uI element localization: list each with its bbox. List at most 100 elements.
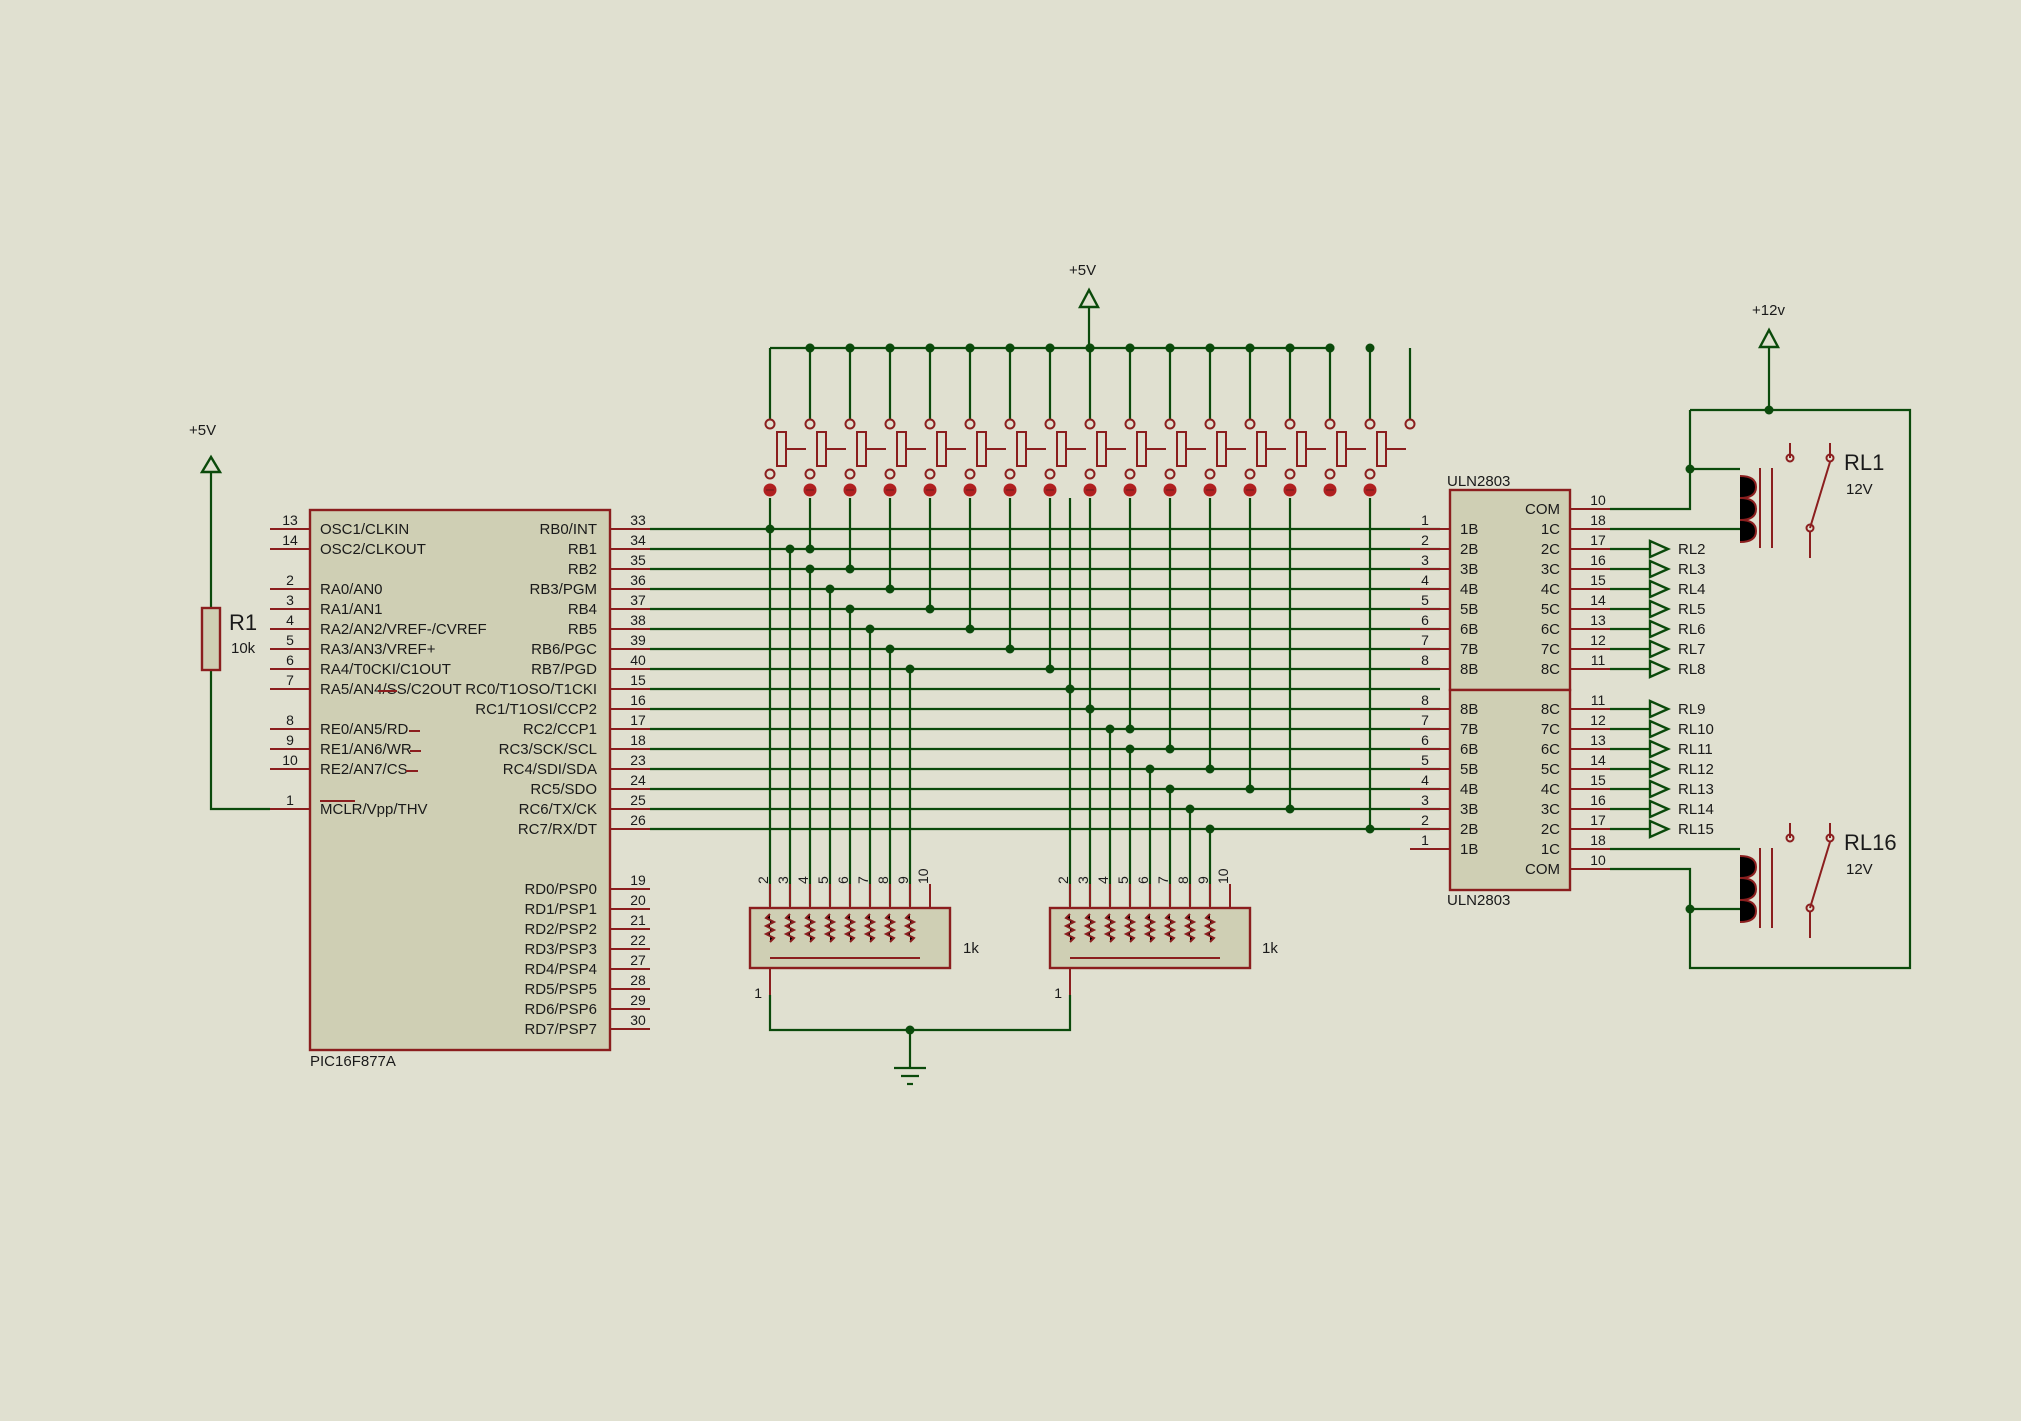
junction-dot	[925, 604, 935, 614]
driver-pin-number: 16	[1590, 552, 1606, 568]
relay-power-arrow	[1758, 327, 1780, 349]
mcu-pin-number: 26	[630, 812, 646, 828]
switch-contact	[1044, 468, 1056, 480]
driver-pin-name: 7B	[1460, 641, 1478, 658]
rn1-pin-number: 2	[755, 876, 771, 884]
wires	[209, 307, 1912, 1086]
driver-pin-name: 7C	[1541, 721, 1560, 738]
rn2-element	[1103, 913, 1117, 943]
driver-pin-number: 5	[1421, 592, 1429, 608]
switch-actuator	[1136, 431, 1147, 467]
switch-contact	[1324, 418, 1336, 430]
switch-supply-label: +5V	[1069, 262, 1096, 279]
junction-dot	[1005, 644, 1015, 654]
junction-dot	[1245, 343, 1255, 353]
driver-pin-name: 5B	[1460, 601, 1478, 618]
driver-pin-name: 1C	[1541, 841, 1560, 858]
relay-net-label: RL11	[1678, 741, 1713, 758]
net-label-arrow	[1648, 799, 1671, 819]
switch-contact	[884, 468, 896, 480]
driver2-part: ULN2803	[1447, 892, 1510, 909]
junction-dot	[1125, 724, 1135, 734]
junction-dot	[965, 343, 975, 353]
junction-dot	[905, 664, 915, 674]
mcu-body	[308, 508, 612, 1052]
junction-dot	[1125, 744, 1135, 754]
mcu-pin-name: RC1/T1OSI/CCP2	[475, 701, 597, 718]
switch-contact	[1164, 418, 1176, 430]
mcu-pin-number: 22	[630, 932, 646, 948]
driver-pin-number: 2	[1421, 532, 1429, 548]
driver-pin-name: 6B	[1460, 741, 1478, 758]
switch-actuator	[856, 431, 867, 467]
rn1-element	[823, 913, 837, 943]
mcu-pin-name: RD4/PSP4	[524, 961, 597, 978]
mcu-pin-name: RD1/PSP1	[524, 901, 597, 918]
junction-dot	[1085, 704, 1095, 714]
rn2-element	[1143, 913, 1157, 943]
relay1-voltage: 12V	[1846, 481, 1873, 498]
junction-dot	[1185, 804, 1195, 814]
driver-pin-number: 15	[1590, 772, 1606, 788]
driver-pin-number: 1	[1421, 512, 1429, 528]
switch-contact	[1044, 418, 1056, 430]
driver-pin-number: 17	[1590, 532, 1606, 548]
relay-net-label: RL8	[1678, 661, 1706, 678]
mcu-pin-name: RA4/T0CKI/C1OUT	[320, 661, 451, 678]
switch-contact	[1404, 418, 1416, 430]
junction-dot	[845, 343, 855, 353]
relay16-ref: RL16	[1844, 830, 1897, 855]
driver-pin-number: 13	[1590, 612, 1606, 628]
rn1-element	[763, 913, 777, 943]
driver-pin-name: 3B	[1460, 561, 1478, 578]
junction-dot	[1685, 464, 1695, 474]
driver-pin-name: 2B	[1460, 821, 1478, 838]
mcu-pin-name: RD3/PSP3	[524, 941, 597, 958]
junction-dot	[1325, 343, 1335, 353]
switch-power-arrow	[1078, 287, 1100, 309]
mcu-pin-number: 25	[630, 792, 646, 808]
junction-dot	[1205, 343, 1215, 353]
mcu-pin-name: RD2/PSP2	[524, 921, 597, 938]
driver1-part: ULN2803	[1447, 473, 1510, 490]
mcu-pin-number: 14	[282, 532, 298, 548]
driver-pin-number: 13	[1590, 732, 1606, 748]
switch-contact	[764, 418, 776, 430]
driver-com-number: 10	[1590, 852, 1606, 868]
switch-contact	[1004, 468, 1016, 480]
switch-actuator	[1216, 431, 1227, 467]
driver-pin-name: 3C	[1541, 561, 1560, 578]
relay-coil	[1739, 855, 1758, 923]
rn2-pin-number: 10	[1215, 868, 1231, 884]
mcu-pin-number: 1	[286, 792, 294, 808]
mcu-pin-name: RB5	[568, 621, 597, 638]
mcu-pin-number: 39	[630, 632, 646, 648]
net-label-arrow	[1648, 559, 1671, 579]
driver-pin-number: 18	[1590, 832, 1606, 848]
rn2-element	[1183, 913, 1197, 943]
junction-dot	[1045, 664, 1055, 674]
junction-dot	[1105, 724, 1115, 734]
driver-pin-number: 12	[1590, 632, 1606, 648]
mcu-pin-number: 28	[630, 972, 646, 988]
driver-pin-name: 2B	[1460, 541, 1478, 558]
relay-net-label: RL3	[1678, 561, 1706, 578]
driver-pin-number: 6	[1421, 732, 1429, 748]
mcu-pin-number: 34	[630, 532, 646, 548]
switch-contact	[1124, 468, 1136, 480]
rn2-element	[1083, 913, 1097, 943]
relay-net-label: RL4	[1678, 581, 1706, 598]
driver-pin-name: 8C	[1541, 661, 1560, 678]
junction-dot	[885, 343, 895, 353]
junction-dot	[1065, 684, 1075, 694]
mcu-pin-name: RB7/PGD	[531, 661, 597, 678]
driver-pin-name: 5C	[1541, 601, 1560, 618]
mcu-pin-number: 7	[286, 672, 294, 688]
driver-pin-name: 1B	[1460, 841, 1478, 858]
mcu-pin-name: MCLR/Vpp/THV	[320, 801, 428, 818]
mcu-pin-number: 40	[630, 652, 646, 668]
driver-pin-name: 3B	[1460, 801, 1478, 818]
rn1-pin-number: 9	[895, 876, 911, 884]
driver-com-label: COM	[1525, 861, 1560, 878]
relay-net-label: RL6	[1678, 621, 1706, 638]
